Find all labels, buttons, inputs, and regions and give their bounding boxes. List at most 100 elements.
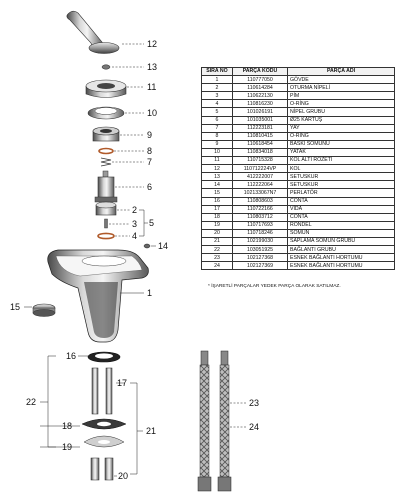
row-sira-no: 14 (201, 180, 233, 190)
callout-23: 23 (249, 398, 259, 408)
row-parca-kodu: 110834018 (232, 147, 288, 158)
row-parca-kodu: 110808603 (232, 196, 288, 206)
row-parca-kodu: 110715328 (232, 156, 288, 166)
callout-1: 1 (147, 288, 152, 298)
row-parca-kodu: 110810415 (232, 131, 288, 141)
row-parca-adi: GÖVDE (287, 75, 395, 85)
callout-5: 5 (149, 218, 154, 228)
row-parca-kodu: 101026191 (232, 107, 288, 117)
row-parca-adi: O-RİNG (287, 99, 395, 109)
row-parca-adi: BAĞLANTI GRUBU (287, 245, 395, 255)
row-parca-adi: Ø25 KARTUŞ (287, 115, 395, 125)
row-parca-adi: SETUSKUR (287, 180, 395, 190)
part-bearing-ring (87, 106, 125, 120)
part-nuts (90, 457, 114, 481)
row-sira-no: 1 (201, 75, 233, 85)
callout-13: 13 (147, 62, 157, 72)
row-parca-adi: VİDA (287, 204, 395, 214)
row-parca-kodu: 110718246 (232, 228, 288, 238)
row-sira-no: 16 (201, 196, 233, 206)
header-sira-no: SIRA NO (201, 66, 233, 77)
exploded-view-drawing: 12 13 11 10 9 8 7 6 2 3 4 5 14 1 15 16 1… (10, 10, 168, 481)
row-parca-adi: KOL (287, 164, 395, 174)
part-press-nut (92, 126, 120, 142)
part-o-ring-4 (97, 232, 115, 240)
row-parca-adi: PERLATÖR (287, 188, 395, 198)
row-parca-kodu: 112222064 (232, 180, 288, 190)
row-parca-kodu: 110717693 (232, 220, 288, 230)
row-sira-no: 15 (201, 188, 233, 198)
row-parca-adi: CONTA (287, 196, 395, 206)
callout-2: 2 (132, 205, 137, 215)
callout-10: 10 (147, 108, 157, 118)
row-parca-kodu: 412222007 (232, 172, 288, 182)
row-parca-adi: SOMUN (287, 228, 395, 238)
part-faucet-body (47, 249, 149, 343)
row-sira-no: 10 (201, 147, 233, 158)
row-parca-kodu: 102127368 (232, 253, 288, 263)
row-sira-no: 19 (201, 220, 233, 230)
row-parca-kodu: 102199030 (232, 236, 288, 247)
callout-4: 4 (132, 231, 137, 241)
part-set-screw (143, 243, 151, 249)
part-hose-24 (217, 350, 232, 492)
row-sira-no: 2 (201, 83, 233, 93)
part-threaded-studs (91, 367, 113, 415)
row-parca-kodu: 110622130 (232, 91, 288, 101)
callout-24: 24 (249, 422, 259, 432)
table-header-row: SIRA NO PARÇA KODU PARÇA ADI (201, 66, 395, 77)
callout-22: 22 (26, 397, 36, 407)
row-sira-no: 5 (201, 107, 233, 117)
row-sira-no: 4 (201, 99, 233, 109)
part-spring (100, 157, 112, 167)
row-parca-adi: RONDEL (287, 220, 395, 230)
row-sira-no: 3 (201, 91, 233, 101)
row-parca-kodu: 112223181 (232, 123, 288, 133)
row-sira-no: 7 (201, 123, 233, 133)
callout-6: 6 (147, 182, 152, 192)
part-o-ring-8 (98, 147, 114, 155)
row-parca-adi: YATAK (287, 147, 395, 158)
part-small-screw (101, 64, 111, 70)
row-parca-kodu: 103051925 (232, 245, 288, 255)
callout-16: 16 (66, 351, 76, 361)
row-parca-kodu: 110712224VP (232, 164, 288, 174)
part-gasket-18 (81, 418, 127, 430)
header-parca-adi: PARÇA ADI (287, 66, 395, 77)
leader-lines (24, 43, 156, 477)
row-parca-kodu: 102127369 (232, 261, 288, 271)
callout-9: 9 (147, 130, 152, 140)
row-parca-adi: SAPLAMA SOMUN GRUBU (287, 236, 395, 247)
row-sira-no: 18 (201, 212, 233, 222)
part-washer (83, 435, 125, 448)
callout-11: 11 (147, 82, 156, 92)
row-sira-no: 21 (201, 236, 233, 247)
row-parca-adi: SETUSKUR (287, 172, 395, 182)
row-sira-no: 13 (201, 172, 233, 182)
flexible-hoses-drawing: 23 24 (197, 350, 259, 492)
part-pin (104, 218, 108, 229)
part-rosette (85, 79, 127, 98)
callout-20: 20 (118, 471, 128, 481)
row-parca-kodu: 110777050 (232, 75, 288, 85)
row-parca-kodu: 110614284 (232, 83, 288, 93)
callout-15: 15 (10, 302, 20, 312)
part-cartridge (94, 170, 118, 203)
footnote-text: * İŞARETLİ PARÇALAR YEDEK PARÇA OLARAK S… (208, 284, 341, 289)
